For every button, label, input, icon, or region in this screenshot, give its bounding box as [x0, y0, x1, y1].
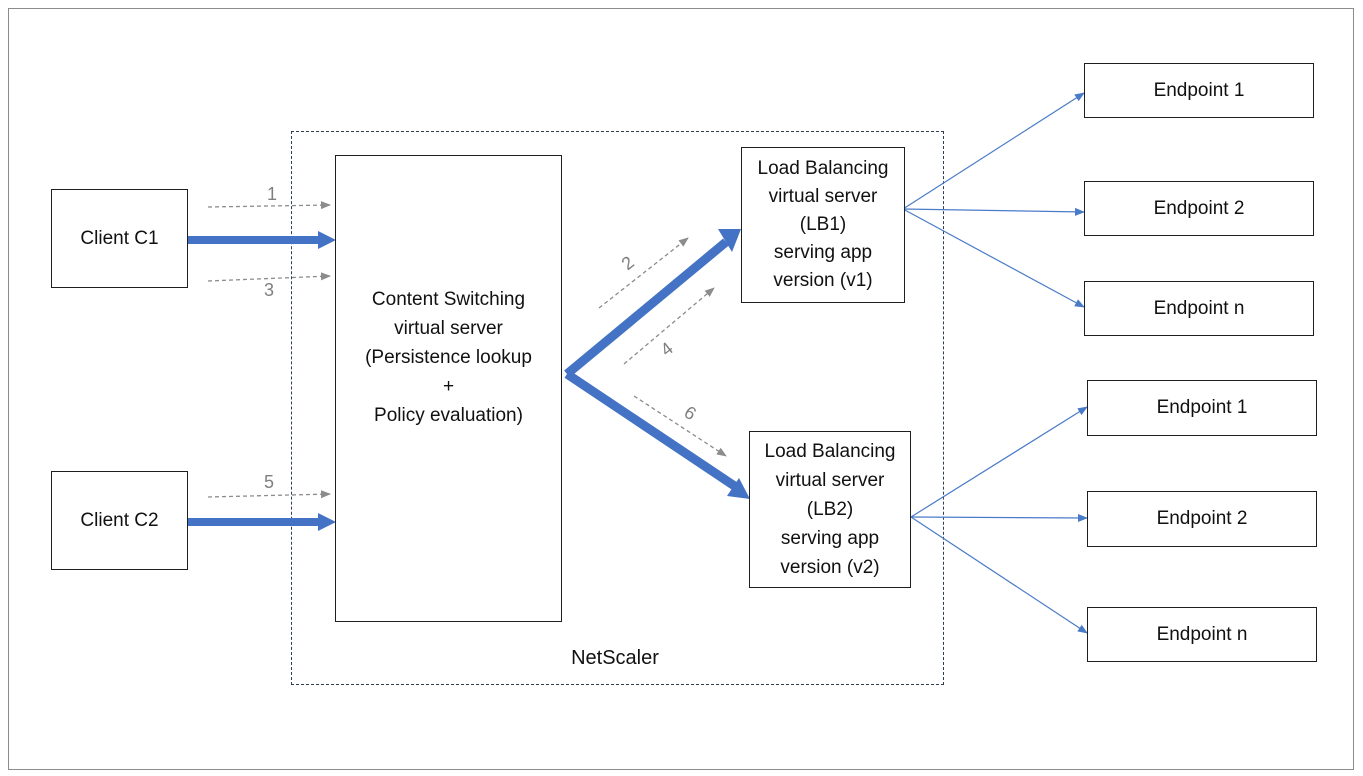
cs-line: virtual server: [394, 318, 503, 339]
thick-arrow-c2-to-cs: [188, 513, 336, 531]
thin-arrow-lb2-to-endpoint-n: [910, 516, 1088, 634]
thick-arrow-cs-to-lb2: [564, 370, 750, 499]
lb2-line: (LB2): [806, 499, 854, 520]
thick-arrow-c1-to-cs: [188, 231, 336, 249]
cs-line: +: [442, 376, 455, 397]
thin-arrow-lb2-to-endpoint-1: [910, 406, 1088, 518]
lb2-line: version (v2): [780, 557, 880, 578]
lb1-endpoint-n-box: Endpoint n: [1084, 281, 1314, 336]
step-label-3: 3: [264, 280, 275, 300]
endpoint-label: Endpoint 2: [1156, 508, 1248, 529]
dashed-arrow-step-5: [207, 490, 331, 499]
dashed-arrow-step-6: [633, 395, 727, 457]
step-label-5: 5: [264, 472, 275, 492]
client-c1-box: Client C1: [51, 189, 188, 288]
lb1-box: Load Balancing virtual server (LB1) serv…: [741, 147, 905, 303]
endpoint-label: Endpoint 1: [1156, 397, 1248, 418]
client-c2-box: Client C2: [51, 471, 188, 570]
lb1-line: version (v1): [773, 270, 873, 291]
dashed-arrow-step-4: [623, 287, 715, 365]
dashed-arrow-step-1: [207, 201, 331, 210]
lb2-endpoint-n-box: Endpoint n: [1087, 607, 1317, 662]
lb2-endpoint-1-box: Endpoint 1: [1087, 380, 1317, 436]
cs-line: Policy evaluation): [374, 405, 523, 426]
diagram-frame: [8, 8, 1354, 770]
thin-arrow-lb1-to-endpoint-1: [902, 92, 1085, 210]
lb1-line: (LB1): [799, 214, 847, 235]
lb2-line: Load Balancing: [764, 441, 896, 462]
netscaler-boundary: [291, 131, 944, 685]
thin-arrow-lb1-to-endpoint-2: [902, 207, 1085, 216]
client-c1-label: Client C1: [80, 227, 159, 249]
dashed-arrow-step-2: [598, 237, 689, 309]
lb2-box: Load Balancing virtual server (LB2) serv…: [749, 431, 911, 588]
thin-arrow-lb2-to-endpoint-2: [910, 513, 1088, 522]
lb2-line: serving app: [780, 528, 880, 549]
thin-arrow-lb1-to-endpoint-n: [902, 208, 1085, 308]
endpoint-label: Endpoint n: [1156, 623, 1248, 645]
lb1-endpoint-1-box: Endpoint 1: [1084, 63, 1314, 118]
client-c2-label: Client C2: [80, 509, 159, 531]
lb1-endpoint-2-box: Endpoint 2: [1084, 181, 1314, 236]
lb1-line: virtual server: [768, 186, 878, 207]
lb1-line: Load Balancing: [757, 158, 889, 179]
lb2-line: virtual server: [775, 470, 885, 491]
endpoint-label: Endpoint 1: [1153, 79, 1245, 101]
endpoint-label: Endpoint 2: [1153, 197, 1245, 219]
thick-arrow-cs-to-lb1: [564, 229, 741, 378]
endpoint-label: Endpoint n: [1153, 297, 1245, 319]
cs-line: Content Switching: [371, 289, 526, 310]
dashed-arrow-step-3: [207, 272, 331, 282]
cs-line: (Persistence lookup: [365, 347, 532, 368]
content-switching-box: Content Switching virtual server (Persis…: [335, 155, 562, 622]
step-label-1: 1: [267, 184, 278, 204]
lb1-line: serving app: [773, 242, 873, 263]
netscaler-label: NetScaler: [571, 647, 659, 669]
lb2-endpoint-2-box: Endpoint 2: [1087, 491, 1317, 547]
